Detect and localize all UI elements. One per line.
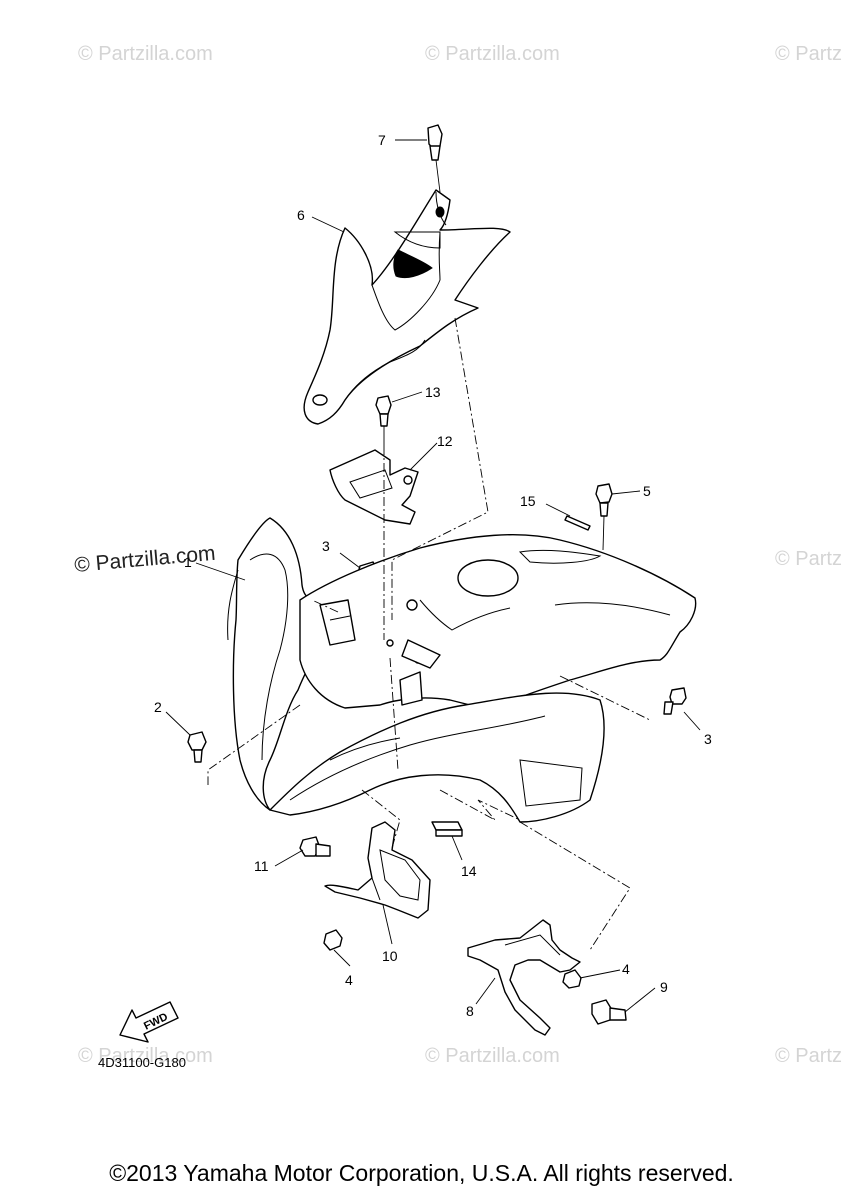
part-12-bracket <box>329 449 419 525</box>
watermark-top-right: © Partzilla.com <box>775 43 843 65</box>
part-4-nut-left <box>323 929 343 951</box>
callout-13: 13 <box>425 384 441 400</box>
callout-1: 1 <box>184 554 192 570</box>
callout-5: 5 <box>643 483 651 499</box>
callout-labels: 7 6 13 12 15 5 3 1 2 3 11 14 10 4 8 4 9 <box>154 132 712 1019</box>
watermark-top-left: © Partzilla.com <box>78 43 213 65</box>
callout-3-left: 3 <box>322 538 330 554</box>
callout-4-right: 4 <box>622 961 630 977</box>
watermark-top-center: © Partzilla.com <box>425 43 560 65</box>
copyright-notice: ©2013 Yamaha Motor Corporation, U.S.A. A… <box>109 1160 734 1186</box>
watermark-mid-right: © Partzilla.com <box>775 548 843 570</box>
part-5-bolt <box>595 483 613 551</box>
callout-6: 6 <box>297 207 305 223</box>
assembly-lines <box>207 317 651 951</box>
callout-3-right: 3 <box>704 731 712 747</box>
part-15-clip <box>564 515 591 531</box>
part-9-bolt <box>591 999 627 1025</box>
callout-leaders <box>165 139 701 1013</box>
part-4-nut-right <box>562 969 582 989</box>
fwd-arrow: FWD <box>119 1001 179 1043</box>
part-14-pad <box>431 821 463 837</box>
callout-7: 7 <box>378 132 386 148</box>
diagram-code: 4D31100-G180 <box>98 1055 186 1070</box>
callout-9: 9 <box>660 979 668 995</box>
callout-11: 11 <box>254 858 269 874</box>
callout-15: 15 <box>520 493 536 509</box>
part-2-bolt <box>187 731 207 763</box>
part-6-upper-cover <box>303 189 511 425</box>
callout-10: 10 <box>382 948 398 964</box>
watermark-emphasized: © Partzilla.com <box>73 542 216 577</box>
callout-14: 14 <box>461 863 477 879</box>
part-1-front-fender <box>227 517 697 823</box>
watermark-bottom-left: © Partzilla.com <box>78 1045 213 1067</box>
part-7-bolt <box>427 124 443 193</box>
part-8-bracket <box>467 919 581 1036</box>
part-3-bolt-right <box>663 687 687 715</box>
part-11-bolt <box>299 836 331 857</box>
part-13-bolt <box>375 395 392 446</box>
watermark-bottom-center: © Partzilla.com <box>425 1045 560 1067</box>
callout-2: 2 <box>154 699 162 715</box>
watermark-bottom-right: © Partzilla.com <box>775 1045 843 1067</box>
callout-8: 8 <box>466 1003 474 1019</box>
callout-4-left: 4 <box>345 972 353 988</box>
part-10-stay <box>324 821 431 919</box>
callout-12: 12 <box>437 433 453 449</box>
